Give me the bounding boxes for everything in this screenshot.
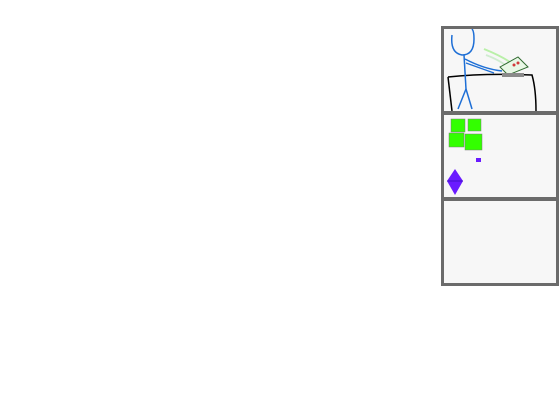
green-square-4: [464, 133, 483, 151]
thumbnail-panel-stack: [441, 26, 559, 286]
green-square-1: [450, 118, 466, 133]
person-leg-left: [457, 88, 467, 110]
thumbnail-panel-1[interactable]: [441, 26, 559, 114]
desk-leg: [447, 76, 453, 111]
purple-dot: [476, 158, 481, 162]
person-body: [463, 54, 467, 90]
green-square-2: [467, 118, 482, 132]
device-base: [502, 73, 524, 77]
red-dot: [512, 63, 516, 67]
thumbnail-panel-3[interactable]: [441, 198, 559, 286]
green-square-3: [448, 132, 465, 148]
red-dot-2: [516, 61, 520, 65]
purple-diamond: [447, 169, 463, 195]
person-leg-right: [465, 88, 473, 110]
desk-outline: [447, 73, 537, 111]
person-arm-2: [465, 62, 495, 74]
shapes-icon: [447, 118, 483, 195]
drawing-canvas[interactable]: [0, 0, 440, 400]
thumbnail-panel-2[interactable]: [441, 112, 559, 200]
person-arm: [464, 58, 503, 72]
person-head: [450, 29, 475, 56]
person-at-desk-icon: [447, 29, 537, 111]
